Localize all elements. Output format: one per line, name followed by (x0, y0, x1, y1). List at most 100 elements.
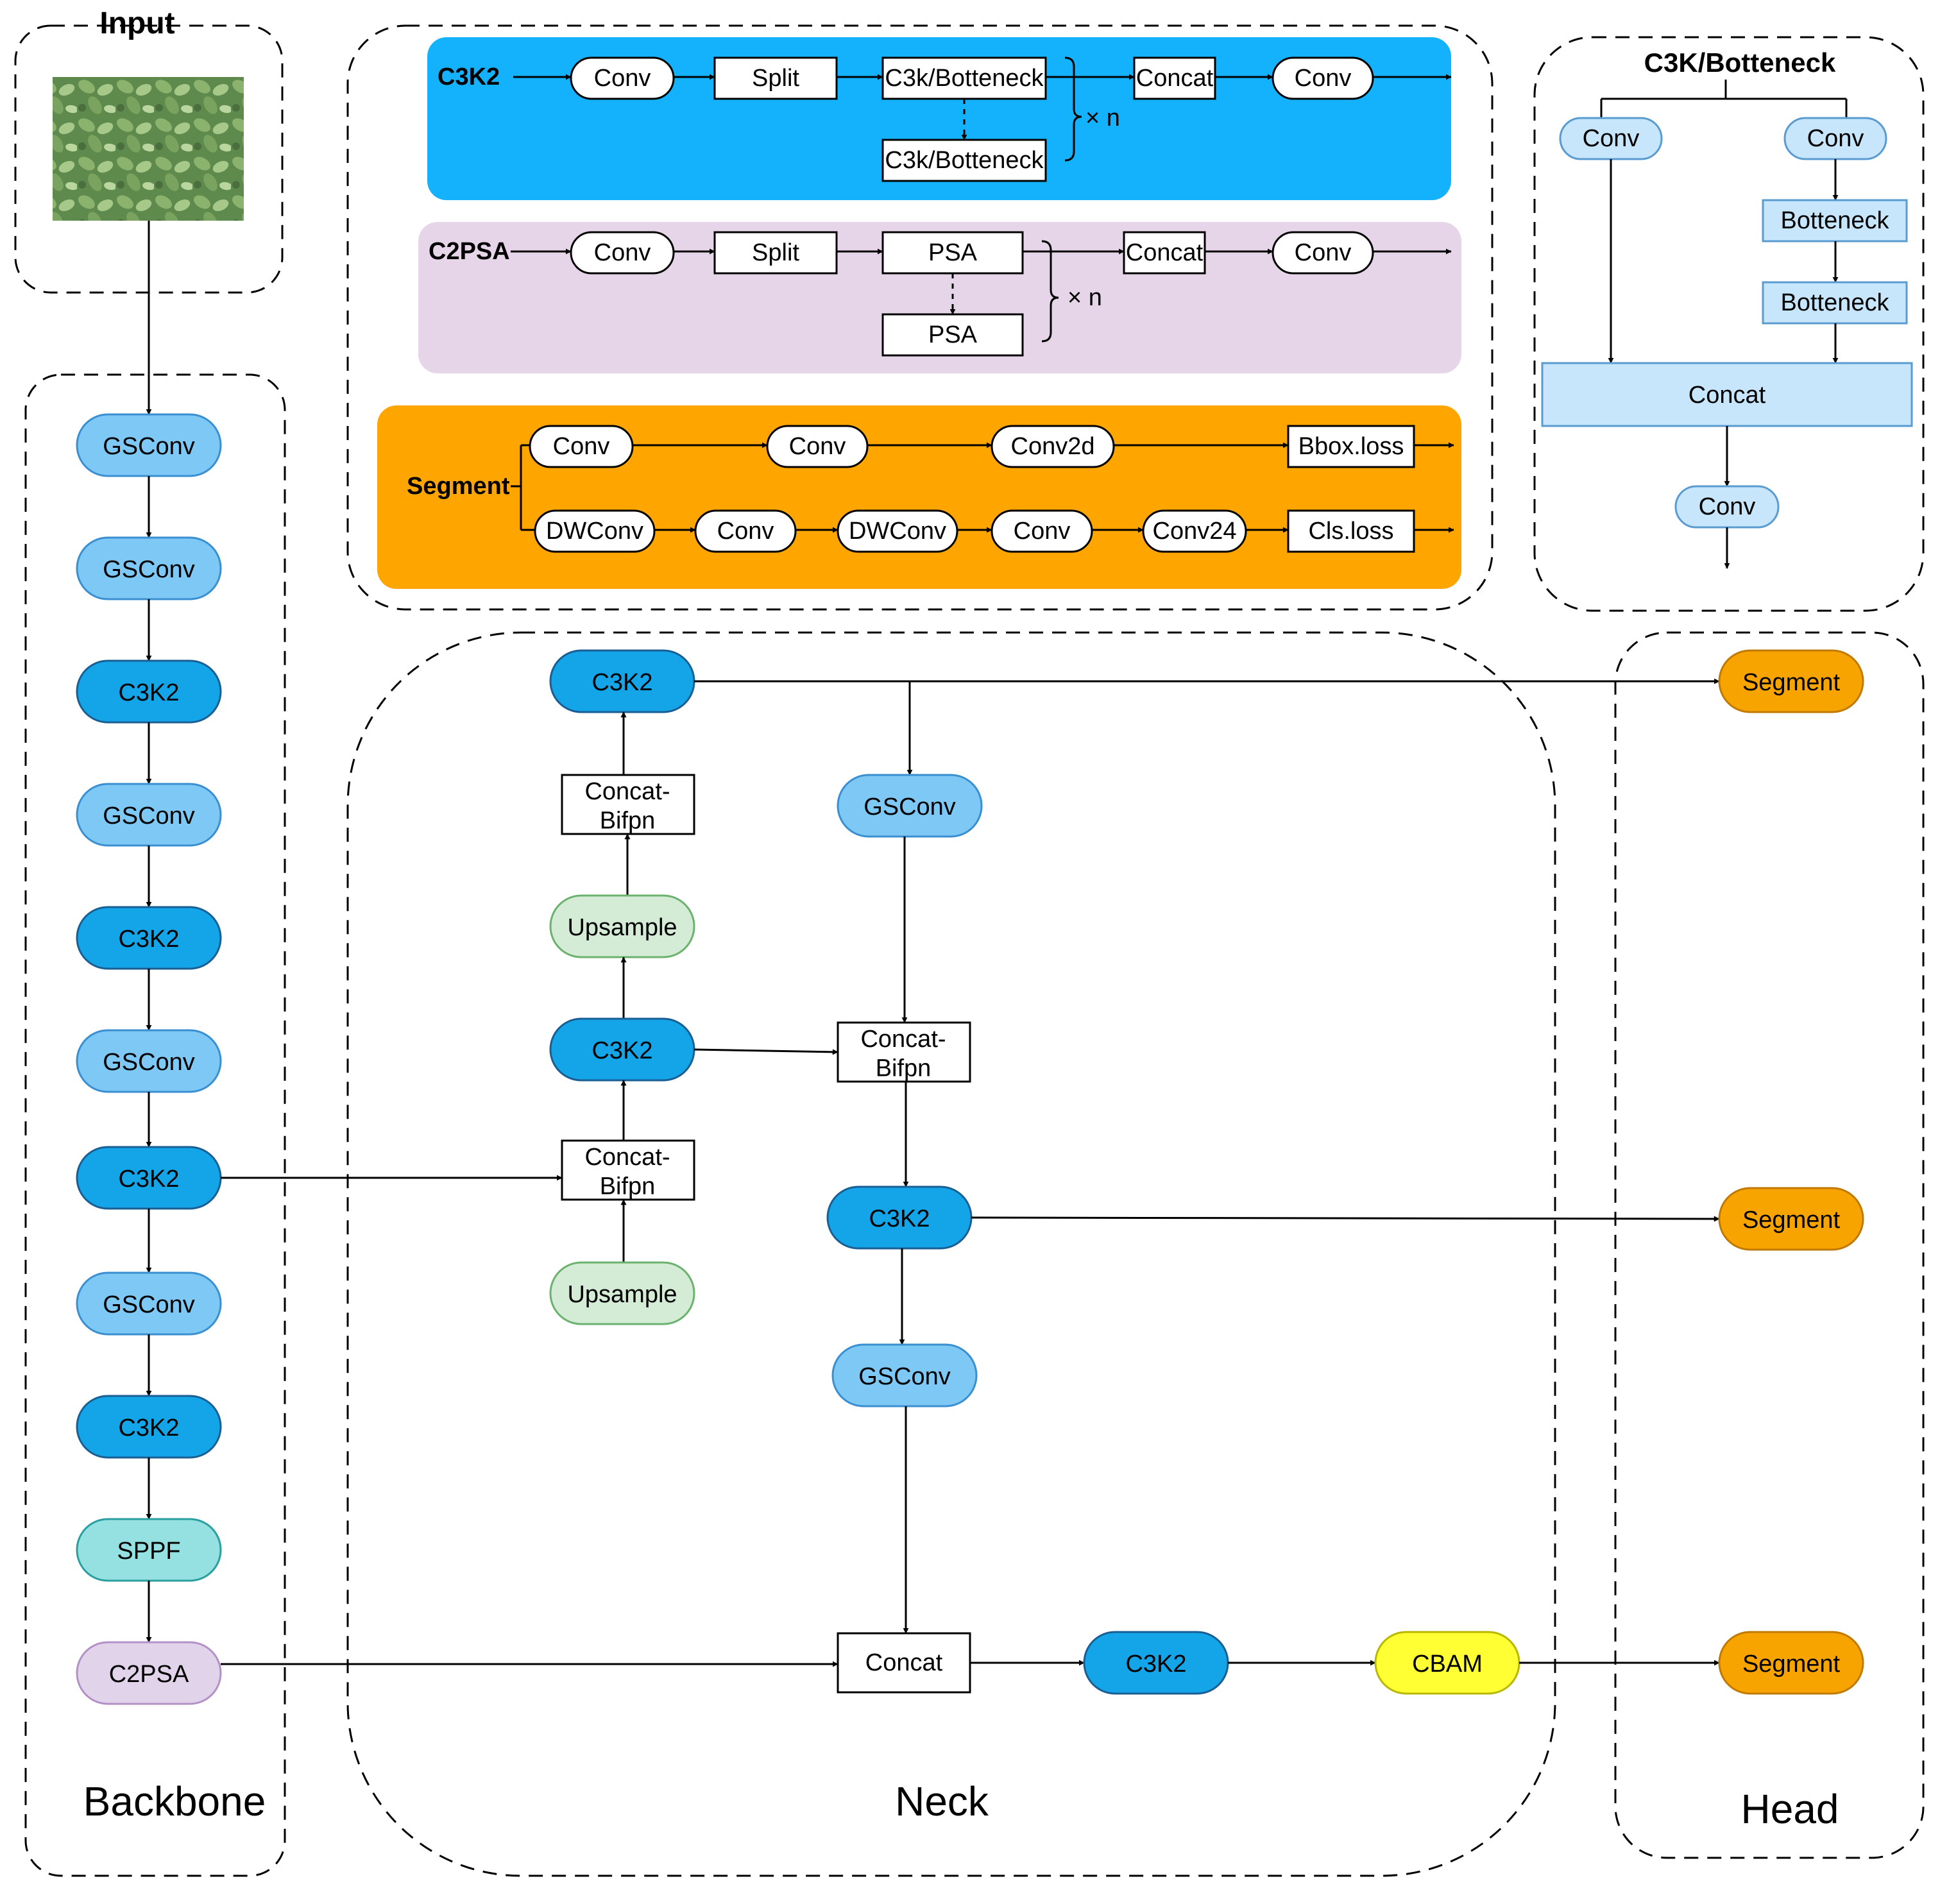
svg-text:SPPF: SPPF (117, 1538, 180, 1565)
neck-gsconv-top: GSConv (837, 774, 983, 838)
backbone-node-2: GSConv (76, 536, 222, 600)
svg-text:Conv: Conv (553, 433, 610, 460)
svg-text:Botteneck: Botteneck (1781, 289, 1890, 316)
c3k2-conv-out: Conv (1272, 56, 1374, 100)
svg-text:Conv: Conv (594, 65, 651, 92)
svg-text:PSA: PSA (928, 239, 978, 266)
c2psa-conv-in: Conv (570, 231, 675, 275)
backbone-node-5: C3K2 (76, 906, 222, 970)
backbone-node-7: C3K2 (76, 1146, 222, 1210)
svg-text:Bbox.loss: Bbox.loss (1298, 433, 1404, 460)
c3k-botteneck-2: Botteneck (1762, 281, 1908, 325)
svg-text:GSConv: GSConv (103, 1291, 195, 1318)
svg-text:DWConv: DWConv (546, 518, 643, 545)
c3k2-conv-in: Conv (570, 56, 675, 100)
segment-bottom-conv24: Conv24 (1142, 509, 1247, 553)
svg-text:C3K2: C3K2 (591, 669, 652, 696)
svg-text:DWConv: DWConv (849, 518, 946, 545)
segment-bottom-cls-loss: Cls.loss (1287, 509, 1415, 553)
backbone-node-sppf: SPPF (76, 1518, 222, 1582)
c2psa-block: PSA (881, 231, 1024, 275)
c3k-botteneck-detail: C3K/Botteneck Conv Conv Botteneck Botten… (1541, 47, 1913, 569)
head-segment-2: Segment (1718, 1187, 1864, 1251)
backbone-node-9: C3K2 (76, 1395, 222, 1459)
svg-text:C3K2: C3K2 (118, 926, 179, 953)
neck-upsample-top: Upsample (549, 894, 695, 958)
neck-concat: Concat (837, 1632, 971, 1694)
svg-text:GSConv: GSConv (103, 433, 195, 460)
c3k2-module-panel: C3K2 Conv Split C3k/Botteneck C3k/Botten… (427, 37, 1452, 200)
input-title: Input (99, 6, 174, 40)
svg-text:Upsample: Upsample (567, 1281, 677, 1308)
svg-text:Concat: Concat (1136, 65, 1214, 92)
c3k2-concat: Concat (1133, 56, 1216, 100)
neck-c3k2-right: C3K2 (826, 1186, 973, 1250)
neck-title: Neck (895, 1778, 989, 1824)
c3k-botteneck-1: Botteneck (1762, 199, 1908, 242)
c2psa-split: Split (713, 231, 838, 275)
svg-text:Conv2d: Conv2d (1011, 433, 1095, 460)
c3k-concat: Concat (1541, 362, 1913, 427)
neck-cbam: CBAM (1374, 1631, 1520, 1695)
modules-frame (346, 24, 1493, 611)
head-segment-1: Segment (1718, 649, 1864, 713)
svg-text:GSConv: GSConv (103, 556, 195, 583)
c2psa-module-panel: C2PSA Conv Split PSA PSA × n Concat (418, 222, 1461, 373)
backbone-node-6: GSConv (76, 1029, 222, 1093)
svg-text:Conv: Conv (1807, 125, 1864, 152)
svg-text:GSConv: GSConv (103, 803, 195, 829)
neck-c3k2-bottom: C3K2 (1083, 1631, 1229, 1695)
neck-concat-bifpn-right: Concat-Bifpn (837, 1021, 971, 1083)
svg-text:Concat: Concat (865, 1649, 943, 1676)
segment-bottom-conv-2: Conv (991, 509, 1093, 553)
backbone-title: Backbone (83, 1778, 266, 1824)
svg-text:Cls.loss: Cls.loss (1308, 518, 1393, 545)
svg-text:C2PSA: C2PSA (109, 1661, 189, 1688)
svg-text:Segment: Segment (1742, 669, 1841, 696)
head-frame (1614, 631, 1925, 1859)
svg-text:Conv: Conv (789, 433, 846, 460)
neck-c3k2-mid: C3K2 (549, 1017, 695, 1082)
backbone-node-8: GSConv (76, 1271, 222, 1336)
svg-text:C3K2: C3K2 (869, 1205, 930, 1232)
c3k-botteneck-frame (1533, 36, 1925, 612)
svg-text:C3K2: C3K2 (591, 1037, 652, 1064)
segment-bottom-dwconv-2: DWConv (837, 509, 958, 553)
svg-text:C3K2: C3K2 (1125, 1651, 1186, 1678)
backbone-node-3: C3K2 (76, 659, 222, 724)
segment-top-conv-1: Conv (529, 425, 634, 468)
svg-text:Conv24: Conv24 (1153, 518, 1237, 545)
svg-text:C3K2: C3K2 (118, 1415, 179, 1441)
svg-text:C3k/Botteneck: C3k/Botteneck (885, 147, 1044, 174)
segment-module-panel: Segment Conv Conv Conv2d Bbox.loss DWCon… (377, 405, 1461, 589)
neck-upsample-bottom: Upsample (549, 1261, 695, 1325)
c2psa-concat: Concat (1123, 231, 1206, 275)
concat-bifpn-label: Concat-Bifpn (584, 778, 670, 835)
svg-text:GSConv: GSConv (103, 1049, 195, 1076)
c2psa-block-repeat: PSA (881, 313, 1024, 357)
c3k-conv-out: Conv (1674, 485, 1780, 529)
head-title: Head (1741, 1786, 1839, 1832)
concat-bifpn-label: Concat-Bifpn (584, 1144, 670, 1200)
svg-text:Conv: Conv (1295, 239, 1352, 266)
svg-text:Conv: Conv (594, 239, 651, 266)
svg-text:Concat: Concat (1689, 382, 1766, 409)
svg-text:GSConv: GSConv (864, 794, 956, 820)
svg-text:Segment: Segment (1742, 1651, 1841, 1678)
c3k2-module-title: C3K2 (438, 64, 500, 90)
c3k2-block: C3k/Botteneck (881, 56, 1047, 100)
svg-text:PSA: PSA (928, 321, 978, 348)
backbone-node-c2psa: C2PSA (76, 1641, 222, 1705)
backbone-node-4: GSConv (76, 783, 222, 847)
segment-module-title: Segment (407, 473, 510, 500)
svg-text:Conv: Conv (717, 518, 774, 545)
neck-gsconv-bottom: GSConv (831, 1343, 978, 1407)
c2psa-module-title: C2PSA (429, 238, 510, 265)
neck-c3k2-top: C3K2 (549, 649, 695, 713)
svg-text:Segment: Segment (1742, 1207, 1841, 1234)
c2psa-repeat-label: × n (1068, 284, 1102, 311)
c3k2-repeat-label: × n (1085, 105, 1120, 132)
segment-top-bbox-loss: Bbox.loss (1287, 425, 1415, 468)
c3k2-block-repeat: C3k/Botteneck (881, 139, 1047, 182)
